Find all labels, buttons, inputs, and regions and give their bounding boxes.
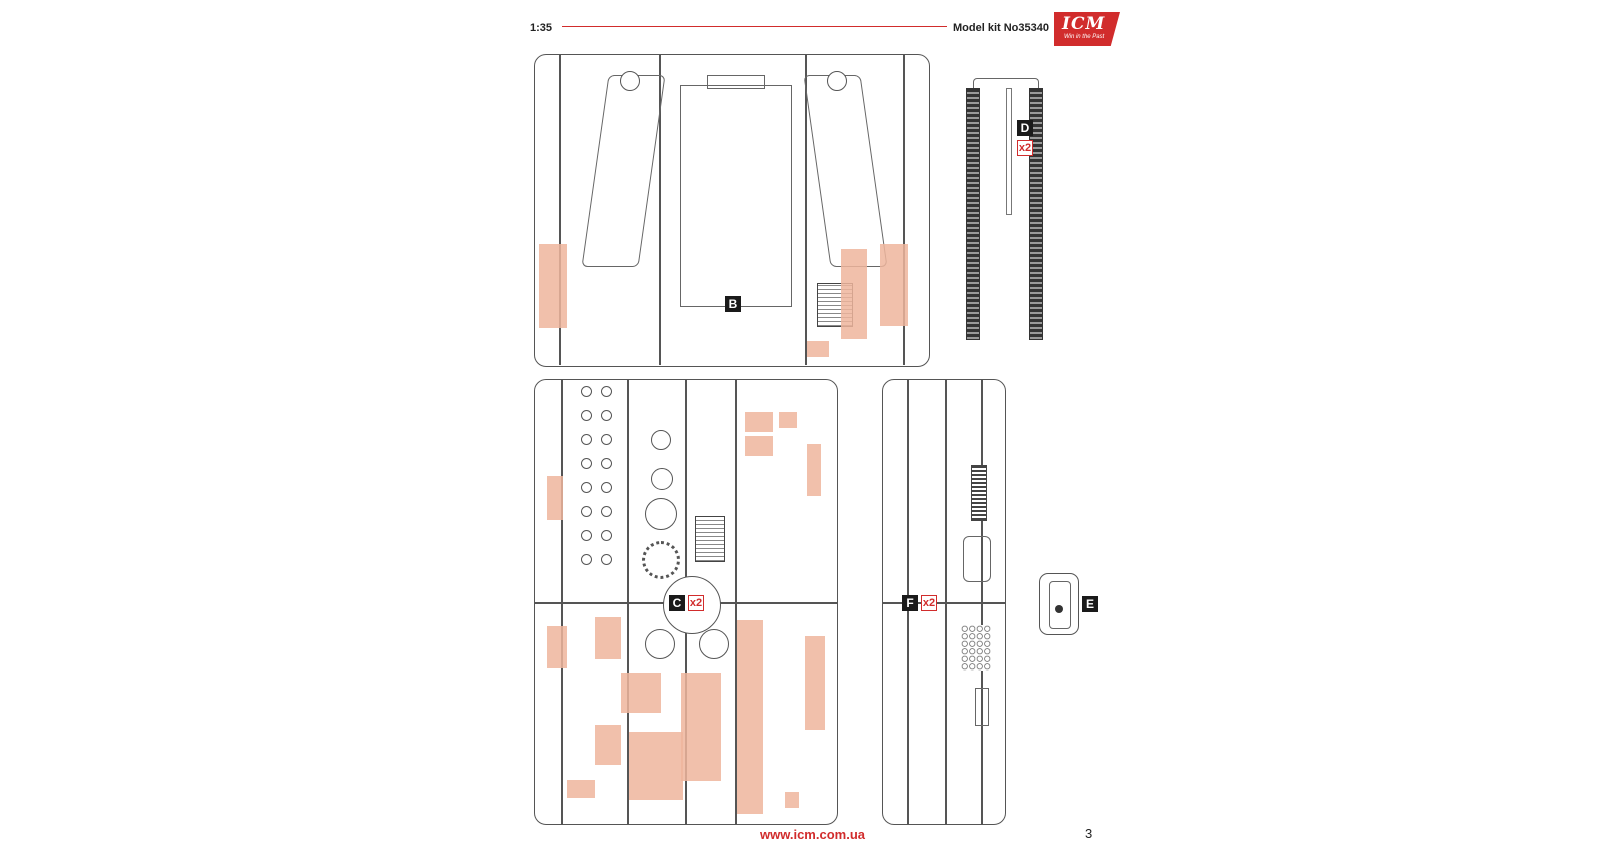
runner — [559, 55, 561, 365]
unused-part-highlight — [629, 732, 683, 800]
page-number: 3 — [1085, 826, 1093, 841]
ammo-rack-part — [961, 625, 991, 671]
road-wheel-part — [601, 506, 612, 517]
rod-part — [975, 688, 989, 726]
unused-part-highlight — [595, 617, 621, 659]
unused-part-highlight — [595, 725, 621, 765]
sprue-c-frame: C x2 — [534, 379, 838, 825]
road-wheel-part — [581, 458, 592, 469]
runner — [659, 55, 661, 365]
unused-part-highlight — [547, 626, 567, 668]
sprocket-part — [620, 71, 640, 91]
sprue-letter-d: D — [1017, 120, 1033, 136]
header-rule — [562, 26, 947, 27]
road-wheel-part — [601, 530, 612, 541]
road-wheel-part — [581, 434, 592, 445]
hull-floor-part — [680, 85, 792, 307]
unused-part-highlight — [880, 244, 908, 326]
unused-part-highlight — [539, 244, 567, 328]
model-kit-number: Model kit No35340 — [953, 22, 1049, 34]
road-wheel-part — [601, 410, 612, 421]
idler-wheel-part — [651, 468, 673, 490]
website-link[interactable]: www.icm.com.ua — [760, 827, 865, 842]
sprue-d-frame: D x2 — [963, 78, 1063, 348]
road-wheel-part — [601, 554, 612, 565]
grille-part — [695, 516, 725, 562]
road-wheel-part — [581, 554, 592, 565]
unused-part-highlight — [547, 476, 563, 520]
sprue-f-frame: F x2 — [882, 379, 1006, 825]
logo-tagline: Win in the Past — [1064, 34, 1105, 40]
tank-part — [963, 536, 991, 582]
unused-part-highlight — [785, 792, 799, 808]
unused-part-highlight — [807, 444, 821, 496]
runner — [805, 55, 807, 365]
logo-text: ICM — [1062, 14, 1106, 34]
drive-sprocket-part — [642, 541, 680, 579]
runner — [883, 602, 1005, 604]
sprue-letter-f: F — [902, 595, 918, 611]
hull-floor-tab — [707, 75, 765, 89]
unused-part-highlight — [737, 620, 763, 814]
unused-part-highlight — [745, 436, 773, 456]
unused-part-highlight — [841, 249, 867, 339]
sprue-e-frame: E — [1039, 573, 1099, 635]
road-wheel-part — [581, 410, 592, 421]
sprue-count-c: x2 — [688, 595, 704, 611]
road-wheel-part — [581, 482, 592, 493]
icm-logo-icon: ICM Win in the Past — [1054, 12, 1120, 46]
runner — [903, 55, 905, 365]
track-section-part — [971, 465, 987, 521]
unused-part-highlight — [779, 412, 797, 428]
side-panel-part — [803, 75, 888, 267]
sprue-e-outline — [1039, 573, 1079, 635]
unused-part-highlight — [805, 636, 825, 730]
unused-part-highlight — [807, 341, 829, 357]
road-wheel-part — [601, 482, 612, 493]
unused-part-highlight — [745, 412, 773, 432]
sprue-letter-e: E — [1082, 596, 1098, 612]
unused-part-highlight — [621, 673, 661, 713]
road-wheel-part — [601, 386, 612, 397]
sprue-letter-c: C — [669, 595, 685, 611]
sprue-count-d: x2 — [1017, 140, 1033, 156]
unused-part-highlight — [567, 780, 595, 798]
hub-part — [699, 629, 729, 659]
road-wheel-part — [581, 506, 592, 517]
sprue-letter-b: B — [725, 296, 741, 312]
road-wheel-part — [601, 434, 612, 445]
road-wheel-part — [581, 386, 592, 397]
unused-part-highlight — [681, 673, 721, 781]
hub-part — [645, 629, 675, 659]
idler-wheel-part — [651, 430, 671, 450]
sprue-count-f: x2 — [921, 595, 937, 611]
track-runner — [973, 78, 1039, 89]
track-link-icon — [966, 88, 980, 340]
track-runner-stem — [1006, 88, 1012, 215]
periscope-part — [1049, 581, 1071, 629]
road-wheel-part — [581, 530, 592, 541]
road-wheel-part — [601, 458, 612, 469]
scale-label: 1:35 — [530, 22, 553, 34]
side-panel-part — [581, 75, 666, 267]
idler-wheel-part — [645, 498, 677, 530]
lens-part — [1055, 605, 1063, 613]
sprocket-part — [827, 71, 847, 91]
sprue-b-frame: B — [534, 54, 930, 367]
